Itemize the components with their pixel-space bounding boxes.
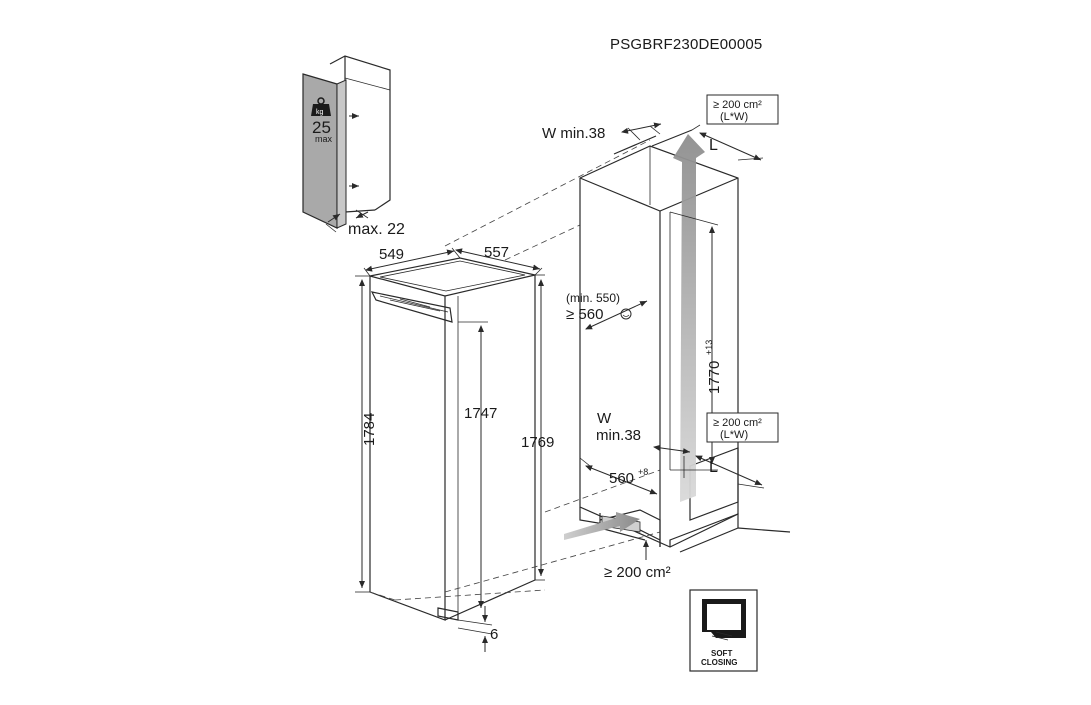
projection-line xyxy=(444,531,661,593)
door-panel-illustration: kg 25 max max. 22 xyxy=(302,55,405,238)
bottom-vent-length-label: L xyxy=(709,459,718,476)
bottom-vent-area-box xyxy=(706,412,779,443)
niche-width-label: 560 xyxy=(609,470,634,487)
top-vent-width-label: W min.38 xyxy=(542,125,605,142)
plinth-vent-area: ≥ 200 cm² xyxy=(604,564,671,581)
niche-height-label: 1770 xyxy=(706,361,723,394)
door-panel xyxy=(302,73,338,229)
top-vent-area-box xyxy=(706,94,779,125)
projection-line xyxy=(394,589,546,601)
bottom-vent-area: ≥ 200 cm² xyxy=(713,417,762,429)
niche-height-tolerance: +13 xyxy=(704,340,714,355)
appliance-illustration: 549 557 1784 1747 1769 6 xyxy=(355,244,554,652)
door-thickness-label: max. 22 xyxy=(348,221,405,238)
niche-depth-min: (min. 550) xyxy=(566,291,620,305)
weight-icon-label: kg xyxy=(316,109,324,116)
airflow-in-arrow xyxy=(564,512,640,540)
weight-value: 25 xyxy=(312,118,331,137)
niche-width-tolerance: +8 xyxy=(638,467,648,477)
airflow-up-arrow xyxy=(673,134,705,502)
niche-illustration: W min.38 L ≥ 200 cm² (L*W) (min. 550) ≥ … xyxy=(542,94,791,581)
bottom-vent-width-min: min.38 xyxy=(596,427,641,444)
niche-depth-rec: ≥ 560 xyxy=(566,306,603,323)
appliance-width-label: 557 xyxy=(484,244,509,261)
soft-closing-line1: SOFT xyxy=(711,649,732,658)
smile-icon xyxy=(620,308,632,320)
projection-line xyxy=(504,224,581,261)
top-vent-area: ≥ 200 cm² xyxy=(713,99,762,111)
top-vent-length-label: L xyxy=(709,137,718,154)
weight-icon xyxy=(311,104,331,116)
top-vent-area-formula: (L*W) xyxy=(720,111,748,123)
bottom-vent-width-letter: W xyxy=(597,410,612,427)
soft-closing-line2: CLOSING xyxy=(701,658,737,667)
appliance-depth-label: 549 xyxy=(379,246,404,263)
bottom-vent-area-formula: (L*W) xyxy=(720,429,748,441)
body-height-label: 1769 xyxy=(521,434,554,451)
projection-line xyxy=(444,139,651,247)
model-code: PSGBRF230DE00005 xyxy=(610,36,762,53)
bottom-gap-label: 6 xyxy=(490,626,498,643)
door-height-label: 1747 xyxy=(464,405,497,422)
soft-closing-badge: SOFT CLOSING xyxy=(689,589,758,672)
appliance-height-label: 1784 xyxy=(361,413,378,446)
weight-unit: max xyxy=(315,134,333,144)
